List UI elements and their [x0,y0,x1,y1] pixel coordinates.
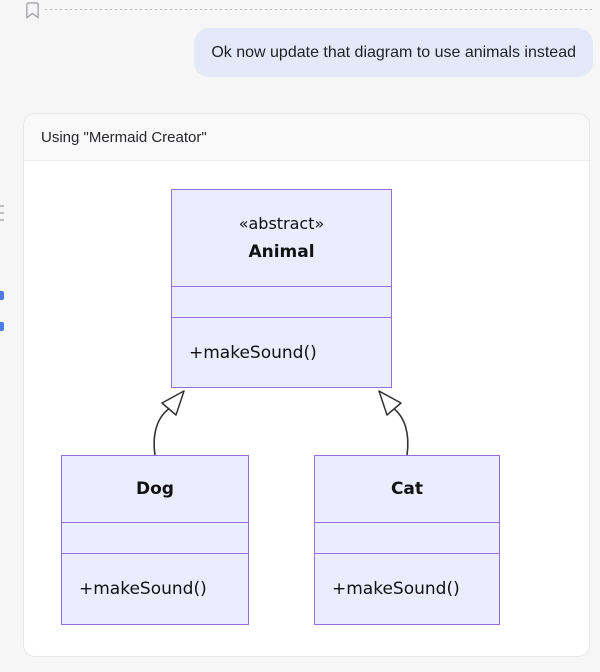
tool-card-header[interactable]: Using "Mermaid Creator" [24,114,589,161]
user-message-bubble: Ok now update that diagram to use animal… [194,28,593,77]
inheritance-edge-cat-animal [378,390,409,456]
tool-card-title: Using "Mermaid Creator" [41,128,207,146]
clipped-link-artifact [0,322,4,331]
class-name-animal: Animal [248,242,315,262]
user-message-text: Ok now update that diagram to use animal… [211,44,576,61]
class-method-cat: +makeSound() [332,578,460,599]
class-methods-animal: +makeSound() [172,318,391,387]
class-stereotype-animal: «abstract» [238,214,325,233]
class-title-animal: «abstract» Animal [172,190,391,286]
class-attributes-animal [172,286,391,318]
class-name-dog: Dog [136,479,174,499]
class-title-dog: Dog [62,456,248,522]
class-method-animal: +makeSound() [189,342,317,363]
inheritance-edge-dog-animal [153,390,185,456]
thread-divider [45,9,592,10]
class-node-cat: Cat +makeSound() [314,455,500,625]
class-title-cat: Cat [315,456,499,522]
class-attributes-dog [62,522,248,554]
class-name-cat: Cat [390,479,424,499]
class-node-animal: «abstract» Animal +makeSound() [171,189,392,388]
class-method-dog: +makeSound() [79,578,207,599]
class-node-dog: Dog +makeSound() [61,455,249,625]
class-attributes-cat [315,522,499,554]
clipped-link-artifact [0,291,4,300]
clipped-text-artifact [0,219,4,221]
clipped-text-artifact [0,212,4,214]
class-methods-dog: +makeSound() [62,554,248,623]
bookmark-icon[interactable] [25,2,40,19]
class-methods-cat: +makeSound() [315,554,499,623]
clipped-text-artifact [0,205,4,207]
